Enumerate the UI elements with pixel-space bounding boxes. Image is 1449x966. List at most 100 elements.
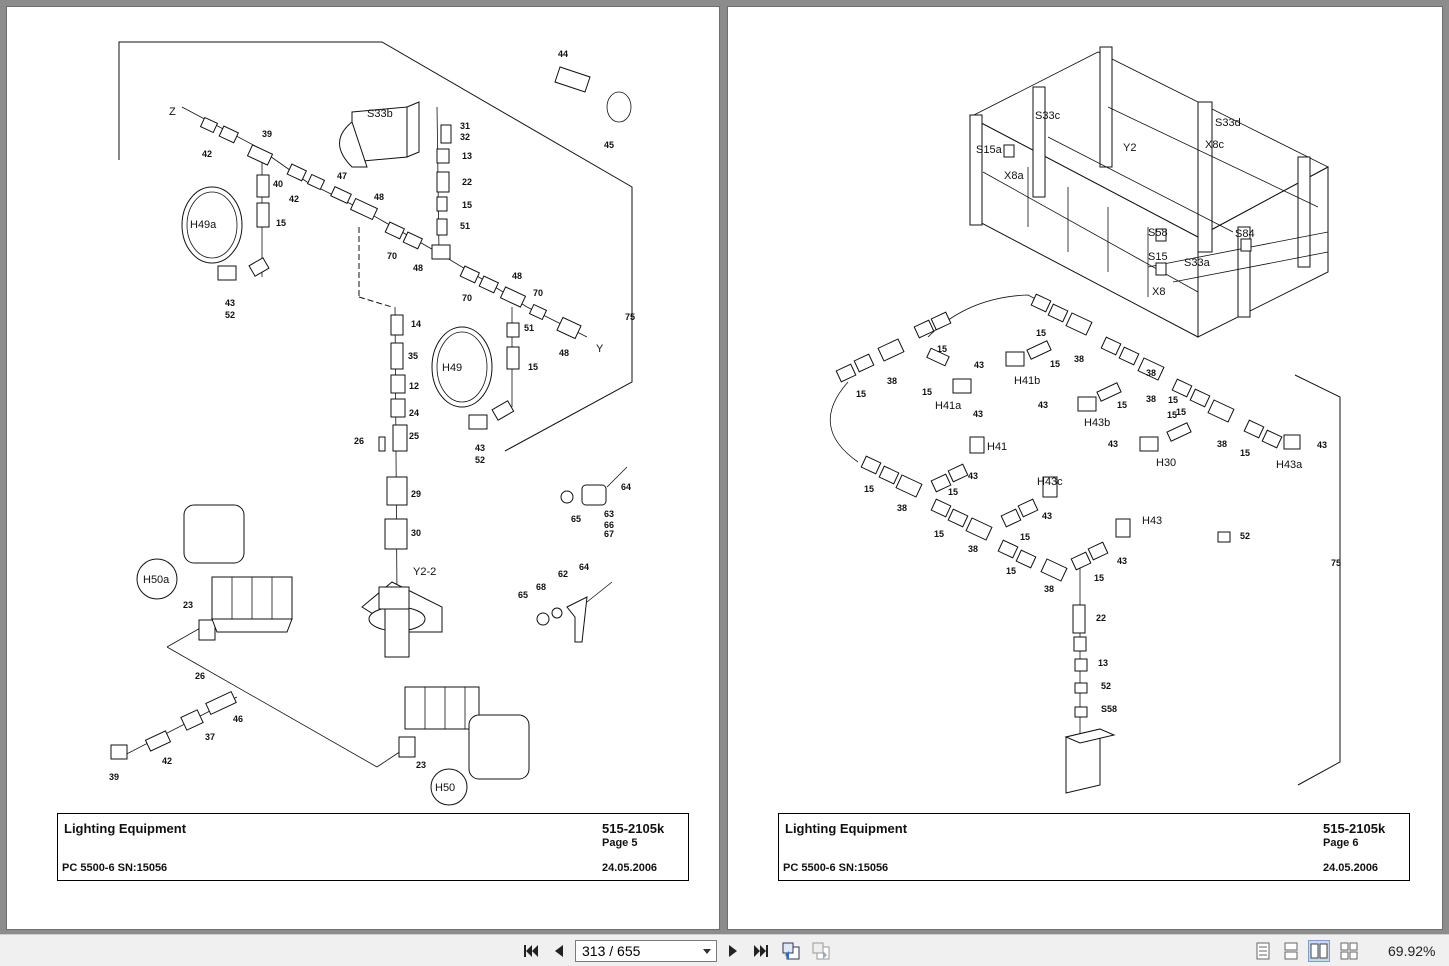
callout: 15 <box>856 389 866 399</box>
lamp-h49a <box>181 186 243 264</box>
callout: 52 <box>1101 681 1111 691</box>
callout: H50 <box>435 782 455 794</box>
lighting-diagram-page-6: S33c S33d S15a X8c Y2 X8a S58 S84 S15 S3… <box>829 46 1341 794</box>
callout: 25 <box>409 431 419 441</box>
page-number-value: 313 / 655 <box>582 943 641 959</box>
callout: S33a <box>1184 257 1211 269</box>
two-page-view-button[interactable] <box>1308 940 1330 962</box>
callout: 43 <box>1108 439 1118 449</box>
previous-page-button[interactable] <box>548 940 570 962</box>
continuous-view-button[interactable] <box>1280 940 1302 962</box>
callout: 38 <box>897 503 907 513</box>
callout: 63 <box>604 509 614 519</box>
callout: S33b <box>367 108 393 120</box>
first-page-icon <box>524 945 538 957</box>
callout: Y2 <box>1123 142 1136 154</box>
document-date: 24.05.2006 <box>1323 862 1379 874</box>
callout: 15 <box>864 484 874 494</box>
callout: 22 <box>462 177 472 187</box>
continuous-page-icon <box>1284 942 1298 960</box>
callout: 38 <box>1217 439 1227 449</box>
callout: 30 <box>411 528 421 538</box>
callout: 64 <box>579 562 589 572</box>
callout: S33c <box>1035 110 1061 122</box>
previous-view-icon <box>782 942 800 960</box>
page-5: Z 42 39 42 40 47 48 S33b 31 32 13 22 15 … <box>6 6 720 930</box>
callout: 43 <box>475 443 485 453</box>
hose-fittings-network <box>835 293 1301 718</box>
go-forward-view-button[interactable] <box>810 940 832 962</box>
callout: 44 <box>558 49 568 59</box>
callout: 51 <box>460 221 470 231</box>
callout: 15 <box>1240 448 1250 458</box>
callout: 43 <box>1317 440 1327 450</box>
callout: S15 <box>1148 251 1168 263</box>
callout: 29 <box>411 489 421 499</box>
callout: 43 <box>1038 400 1048 410</box>
callout: 15 <box>462 200 472 210</box>
previous-page-icon <box>555 945 563 957</box>
callout: 43 <box>974 360 984 370</box>
zoom-level[interactable]: 69.92% <box>1388 943 1436 959</box>
callout: 15 <box>934 529 944 539</box>
callout: H41 <box>987 441 1007 453</box>
bolt-assembly-upper <box>560 466 628 506</box>
last-page-button[interactable] <box>750 940 772 962</box>
callout: 39 <box>109 772 119 782</box>
page-number-dropdown[interactable]: 313 / 655 <box>575 940 717 962</box>
page-title: Lighting Equipment <box>785 821 908 836</box>
callout: 62 <box>558 569 568 579</box>
go-back-view-button[interactable] <box>780 940 802 962</box>
callout: 12 <box>409 381 419 391</box>
callout: H43c <box>1037 476 1063 488</box>
callout: 26 <box>354 436 364 446</box>
machine-model: PC 5500-6 SN:15056 <box>62 862 168 874</box>
callout: 15 <box>937 344 947 354</box>
callout: 42 <box>202 149 212 159</box>
document-date: 24.05.2006 <box>602 862 658 874</box>
last-page-icon <box>754 945 768 957</box>
valve-y2-2 <box>361 581 443 658</box>
callout: 26 <box>195 671 205 681</box>
callout: S15a <box>976 144 1003 156</box>
callout: 66 <box>604 520 614 530</box>
first-page-button[interactable] <box>520 940 542 962</box>
two-page-continuous-view-button[interactable] <box>1338 940 1360 962</box>
single-page-view-button[interactable] <box>1252 940 1274 962</box>
chevron-down-icon <box>703 949 711 954</box>
callout: 23 <box>416 760 426 770</box>
sensor-s58 <box>1064 728 1116 794</box>
callout: 45 <box>604 140 614 150</box>
callout: 13 <box>1098 658 1108 668</box>
callout: 51 <box>524 323 534 333</box>
page-6: S33c S33d S15a X8c Y2 X8a S58 S84 S15 S3… <box>727 6 1443 930</box>
callout: Y <box>596 343 604 355</box>
callout: Z <box>169 106 176 118</box>
callout: 32 <box>460 132 470 142</box>
callout: 46 <box>233 714 243 724</box>
callout: 52 <box>475 455 485 465</box>
callout: 48 <box>512 271 522 281</box>
callout: 52 <box>225 310 235 320</box>
callout: H50a <box>143 574 170 586</box>
page-title: Lighting Equipment <box>64 821 187 836</box>
page-number-label: Page 6 <box>1323 837 1359 849</box>
machine-frame <box>969 46 1329 338</box>
callout: 65 <box>571 514 581 524</box>
callout: 38 <box>1074 354 1084 364</box>
callout: 13 <box>462 151 472 161</box>
lamp-h50a <box>136 504 293 633</box>
callout: 37 <box>205 732 215 742</box>
callout: H43 <box>1142 515 1162 527</box>
single-page-icon <box>1256 942 1270 960</box>
callout: 67 <box>604 529 614 539</box>
callout: S58 <box>1101 704 1117 714</box>
callout: 70 <box>533 288 543 298</box>
callout: 38 <box>1044 584 1054 594</box>
next-page-button[interactable] <box>722 940 744 962</box>
document-number: 515-2105k <box>1323 821 1386 836</box>
machine-model: PC 5500-6 SN:15056 <box>783 862 889 874</box>
callout: 42 <box>289 194 299 204</box>
callout: 43 <box>968 471 978 481</box>
callout: H49 <box>442 362 462 374</box>
